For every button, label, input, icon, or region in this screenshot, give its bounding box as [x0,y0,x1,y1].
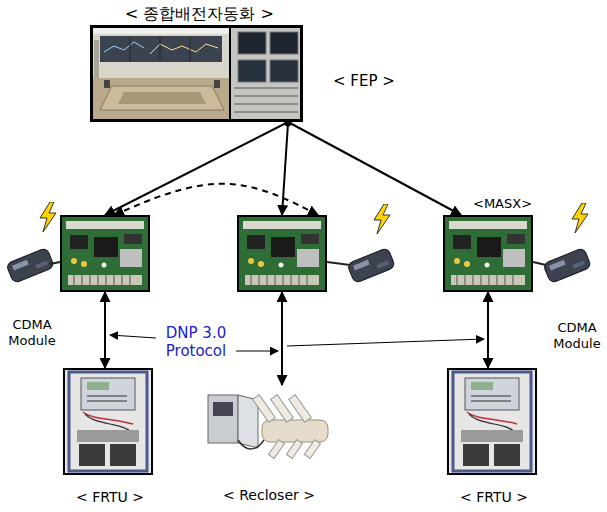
cable [50,262,60,264]
ceiling [92,27,230,34]
monitor [238,32,266,54]
frtu-cabinet [447,368,537,475]
monitor [270,32,298,54]
screen-seams [130,37,190,61]
rack-shelves [234,88,298,112]
board [62,217,148,290]
system-title: < 종합배전자동화 > [83,4,316,23]
control-room [92,26,301,121]
protocol-label: DNP 3.0 Protocol [158,324,234,360]
masx-board: <MASX>CDMA Module [443,215,533,292]
desk-slot [118,92,206,104]
recloser-body [262,420,328,442]
board [445,217,531,290]
lightning-icon [374,204,390,234]
bushing [304,440,320,459]
leader-line [287,339,484,346]
connector [487,292,489,368]
module-label: CDMA Module [4,317,60,348]
device-label: < FRTU > [45,489,175,506]
lightning-icon [572,203,588,233]
room-wall [92,27,230,120]
bushing [289,395,312,423]
control-cabinet [208,395,238,443]
leader-line [110,335,156,338]
board [239,217,325,290]
fep-rack [231,27,301,120]
cable [238,440,264,449]
module-label: CDMA Module [549,320,605,351]
system-box: < 종합배전자동화 >< FEP > [90,25,303,122]
cdma-modem [543,247,592,283]
fep-label: < FEP > [333,72,395,90]
floor [92,78,230,120]
drawing-part [286,440,302,459]
cdma-modem [347,247,396,283]
monitor [270,60,298,82]
connector [105,122,288,215]
screen-graph [104,42,144,52]
recloser-picture [208,395,328,459]
control-panel [213,402,233,416]
masx-board [237,215,327,292]
frtu-box: < FRTU > [447,368,537,475]
bushing [286,440,302,459]
bushing [268,440,284,459]
device-label: < Recloser > [194,487,344,504]
wall-panel [94,40,99,78]
connector [281,292,283,385]
divider [229,26,231,121]
drawing-part [289,395,312,423]
connector [282,122,288,215]
device-label: < FRTU > [429,489,559,506]
drawing-part [304,440,320,459]
cable [533,262,546,265]
board-title: <MASX> [473,196,532,212]
dashed-link [114,184,318,215]
video-wall [100,36,222,62]
cdma-modem [6,247,55,283]
connector [288,122,461,215]
masx-board: CDMA Module [60,215,150,292]
lightning-icon [40,202,56,232]
connector [104,292,106,368]
drawing-part [268,440,284,459]
chair [214,80,220,88]
leader-line [236,350,278,351]
monitor [238,60,266,82]
desk [100,86,224,110]
frtu-cabinet [63,368,153,475]
recloser-box: < Recloser > [205,385,333,465]
chair [104,80,110,88]
frtu-box: < FRTU > [63,368,153,475]
cable [327,262,350,265]
